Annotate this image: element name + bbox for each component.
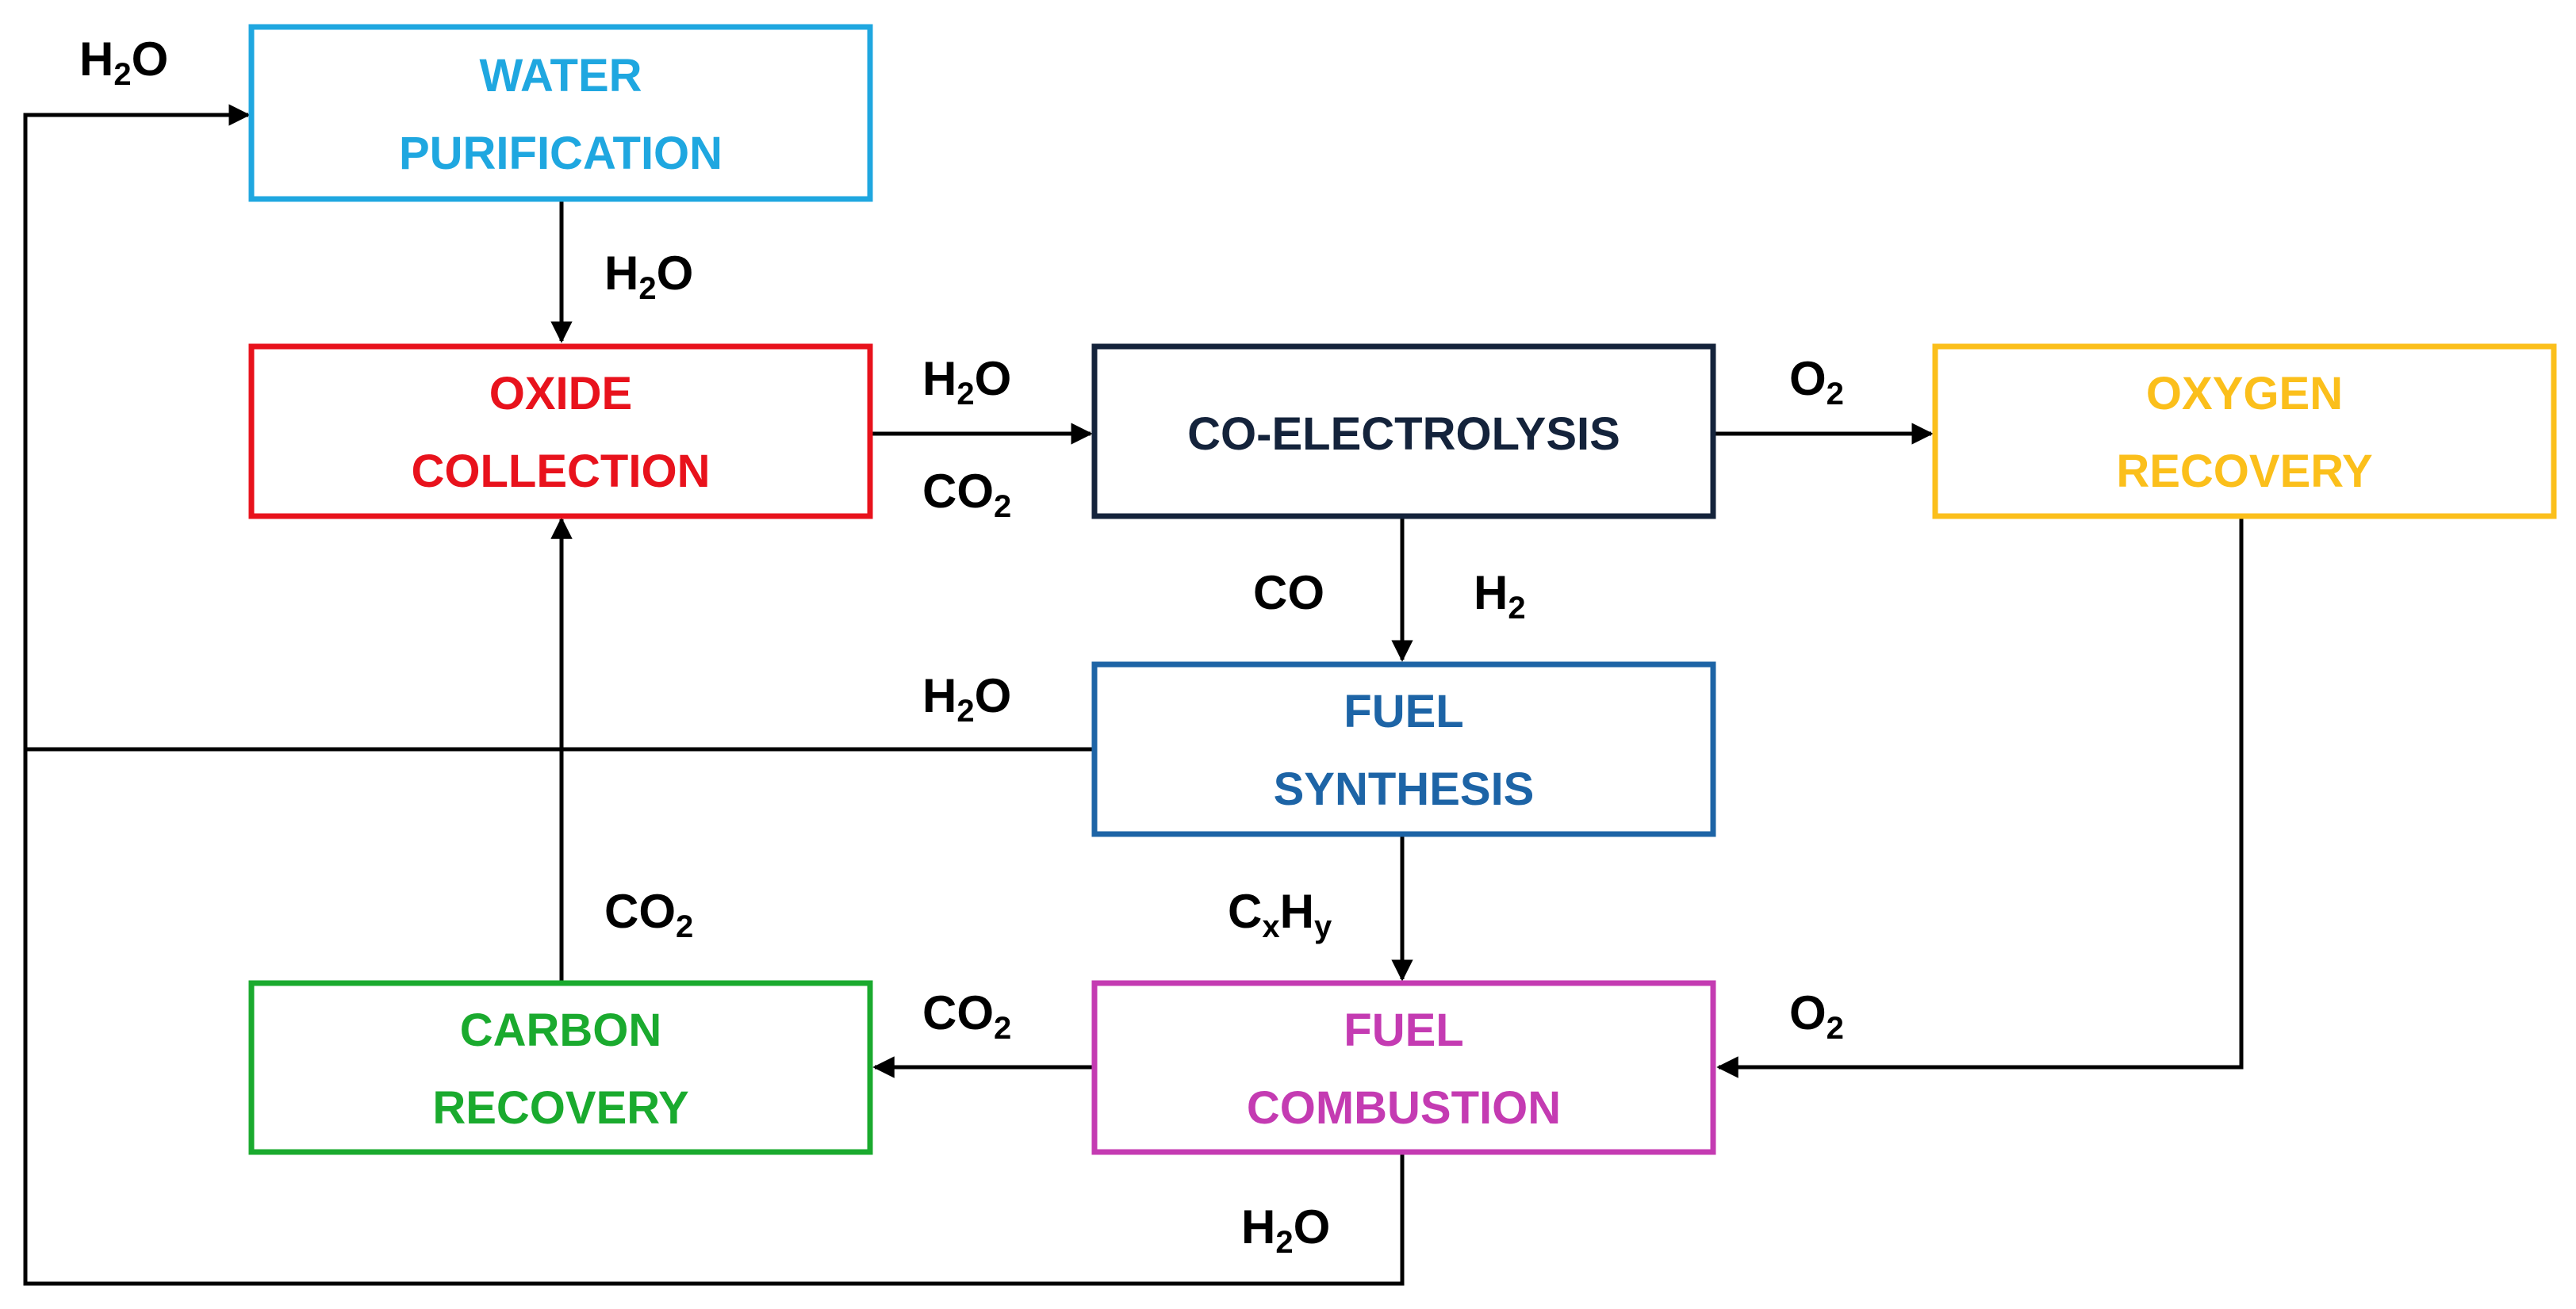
flow-label-cxhy: CxHy [1228,885,1332,944]
flow-label-co2-from-combustion: CO2 [922,986,1011,1046]
flow-label-h2o-from-combustion: H2O [1241,1200,1330,1260]
flow-label-co2-to-electrolysis: CO2 [922,465,1011,524]
flow-label-h2o-from-synthesis: H2O [922,669,1011,729]
water-purification-label-2: PURIFICATION [399,128,723,179]
fuel-synthesis-label-2: SYNTHESIS [1274,764,1535,815]
fuel-combustion-box[interactable]: FUEL COMBUSTION [1091,980,1716,1155]
co-electrolysis-box[interactable]: CO-ELECTROLYSIS [1091,343,1716,519]
oxygen-to-combustion-arrow [1716,519,2244,1078]
oxygen-recovery-label-2: RECOVERY [2116,446,2372,497]
oxide-collection-label-2: COLLECTION [412,446,711,497]
flow-label-o2-to-combustion: O2 [1789,986,1844,1046]
co-electrolysis-label: CO-ELECTROLYSIS [1187,408,1620,460]
h2o-feed-arrow [23,104,251,749]
flow-label-h2o-to-electrolysis: H2O [922,352,1011,411]
flow-label-h2o-purified: H2O [604,247,693,306]
fuel-synthesis-label-1: FUEL [1344,686,1463,737]
oxygen-recovery-box[interactable]: OXYGEN RECOVERY [1932,343,2557,519]
oxide-collection-box[interactable]: OXIDE COLLECTION [248,343,873,519]
oxygen-recovery-label-1: OXYGEN [2146,368,2343,419]
flow-label-h2o-feed: H2O [79,33,168,92]
carbon-recovery-box[interactable]: CARBON RECOVERY [248,980,873,1155]
flow-label-o2-to-recovery: O2 [1789,352,1844,411]
fuel-combustion-label-1: FUEL [1344,1005,1463,1056]
flow-label-co2-recycle: CO2 [604,885,693,944]
oxide-collection-label-1: OXIDE [489,368,633,419]
flow-label-h2: H2 [1474,566,1526,626]
connectors [23,104,2244,1286]
carbon-recovery-label-2: RECOVERY [432,1082,688,1134]
fuel-synthesis-box[interactable]: FUEL SYNTHESIS [1091,661,1716,837]
combustion-h2o-return-line [23,749,1405,1286]
fuel-combustion-label-2: COMBUSTION [1247,1082,1561,1134]
flow-label-co: CO [1253,566,1324,619]
carbon-recovery-label-1: CARBON [460,1005,662,1056]
water-purification-box[interactable]: WATER PURIFICATION [248,24,873,202]
water-purification-label-1: WATER [479,50,642,101]
